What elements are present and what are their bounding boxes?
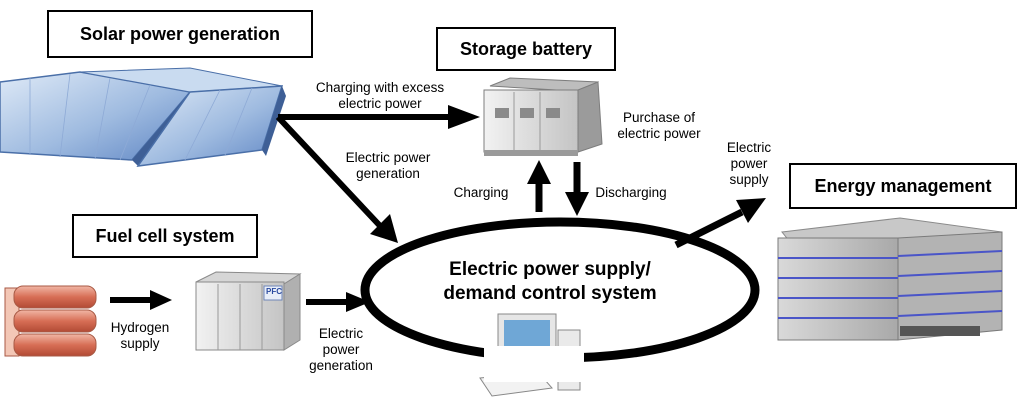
- arrow-fuel-cell-to-system: [306, 292, 370, 312]
- office-building-icon: [777, 217, 1003, 341]
- fuel-cell-generation-label: Electric power generation: [309, 326, 373, 373]
- solar-generation-label: Electric power generation: [345, 150, 431, 181]
- arrow-charging-up: [527, 160, 551, 212]
- purchase-label: Purchase of electric power: [617, 110, 701, 141]
- solar-title: Solar power generation: [47, 10, 313, 58]
- arrow-supply-to-building: [674, 198, 766, 249]
- fuel-cell-cabinet-icon: [195, 271, 302, 351]
- energy-title: Energy management: [789, 163, 1017, 209]
- hydrogen-supply-label: Hydrogen supply: [110, 320, 170, 351]
- storage-battery-icon: [483, 77, 603, 156]
- fuel-cell-title: Fuel cell system: [72, 214, 258, 258]
- arrow-solar-to-system: [275, 114, 398, 243]
- power-supply-label: Electric power supply: [726, 140, 772, 187]
- solar-panel-icon: [0, 67, 286, 167]
- control-system-title: Electric power supply/ demand control sy…: [443, 259, 657, 304]
- hydrogen-tank-icon: [4, 285, 97, 357]
- arrow-discharging-down: [565, 162, 589, 216]
- battery-title: Storage battery: [436, 27, 616, 71]
- charging-label: Charging: [453, 185, 509, 200]
- arrow-excess-charging: [278, 105, 480, 129]
- fuel-cell-badge: PFC: [266, 287, 282, 296]
- arrow-hydrogen-supply: [110, 290, 172, 310]
- discharging-label: Discharging: [595, 185, 667, 200]
- charging-excess-label: Charging with excess electric power: [315, 80, 445, 111]
